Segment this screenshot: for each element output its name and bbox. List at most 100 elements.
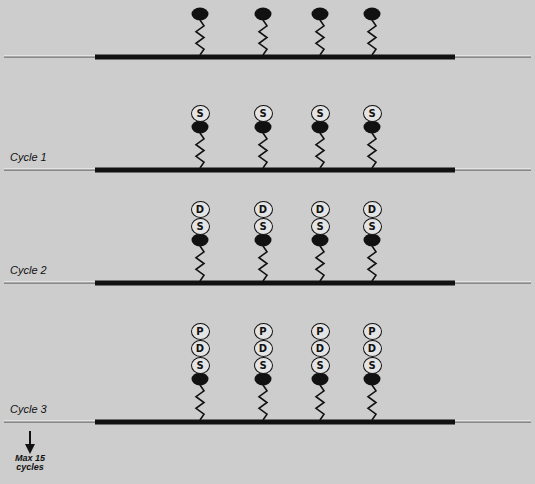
linker-zigzag: [316, 385, 324, 420]
anchor-oval: [255, 121, 272, 134]
linker-zigzag: [368, 133, 376, 168]
linker-zigzag: [368, 20, 376, 55]
strand-core: [95, 281, 455, 286]
linker-zigzag: [259, 385, 267, 420]
monomer-letter: S: [316, 361, 323, 371]
linker-zigzag: [259, 133, 267, 168]
monomer-circle: S: [363, 218, 382, 235]
strand-highlight: [4, 55, 95, 56]
down-arrow: [29, 431, 31, 449]
linker-zigzag: [316, 20, 324, 55]
cycle-label: Cycle 3: [10, 403, 47, 415]
strand-core: [95, 420, 455, 425]
linker-zigzag: [316, 246, 324, 281]
monomer-letter: P: [316, 327, 323, 337]
strand-highlight: [455, 55, 531, 56]
linker-zigzag: [316, 133, 324, 168]
monomer-letter: P: [196, 327, 203, 337]
monomer-letter: D: [259, 344, 267, 354]
monomer-letter: S: [259, 109, 266, 119]
monomer-letter: S: [196, 361, 203, 371]
anchor-oval: [364, 234, 381, 247]
monomer-letter: P: [368, 327, 375, 337]
strand-highlight: [4, 281, 95, 282]
strand-end: [4, 421, 531, 423]
anchor-oval: [192, 373, 209, 386]
anchor-oval: [364, 121, 381, 134]
monomer-circle: S: [311, 105, 330, 122]
monomer-circle: P: [254, 323, 273, 340]
anchor-oval: [364, 373, 381, 386]
monomer-letter: S: [316, 109, 323, 119]
cycle-label: Cycle 2: [10, 264, 47, 276]
monomer-circle: P: [191, 323, 210, 340]
anchor-oval: [312, 8, 329, 21]
anchor-oval: [255, 234, 272, 247]
linker-zigzag: [196, 133, 204, 168]
anchor-oval: [312, 234, 329, 247]
linker-zigzag: [196, 246, 204, 281]
strand-end: [4, 282, 531, 284]
anchor-oval: [255, 8, 272, 21]
monomer-circle: D: [363, 340, 382, 357]
anchor-oval: [192, 121, 209, 134]
linker-zigzag: [259, 246, 267, 281]
monomer-letter: D: [316, 205, 324, 215]
monomer-circle: D: [191, 340, 210, 357]
monomer-circle: D: [254, 340, 273, 357]
monomer-circle: D: [254, 201, 273, 218]
monomer-circle: S: [363, 105, 382, 122]
anchor-oval: [312, 121, 329, 134]
monomer-letter: S: [368, 361, 375, 371]
monomer-letter: S: [368, 109, 375, 119]
max-cycles-note: Max 15 cycles: [10, 454, 50, 473]
strand-end: [4, 56, 531, 58]
monomer-letter: S: [259, 222, 266, 232]
strand-highlight: [455, 420, 531, 421]
monomer-circle: S: [191, 105, 210, 122]
anchor-oval: [255, 373, 272, 386]
monomer-circle: S: [191, 357, 210, 374]
monomer-letter: D: [196, 344, 204, 354]
linker-zigzag: [259, 20, 267, 55]
monomer-letter: D: [316, 344, 324, 354]
strand-highlight: [455, 281, 531, 282]
anchor-oval: [192, 234, 209, 247]
monomer-circle: S: [191, 218, 210, 235]
monomer-circle: D: [191, 201, 210, 218]
monomer-circle: S: [311, 218, 330, 235]
linker-zigzag: [196, 385, 204, 420]
monomer-letter: D: [259, 205, 267, 215]
anchor-oval: [192, 8, 209, 21]
anchor-oval: [312, 373, 329, 386]
monomer-circle: S: [254, 357, 273, 374]
monomer-letter: D: [196, 205, 204, 215]
monomer-circle: D: [311, 340, 330, 357]
monomer-letter: D: [368, 205, 376, 215]
strand-highlight: [4, 420, 95, 421]
strand-core: [95, 55, 455, 60]
monomer-circle: P: [311, 323, 330, 340]
monomer-letter: P: [259, 327, 266, 337]
monomer-circle: D: [311, 201, 330, 218]
strand-highlight: [455, 168, 531, 169]
monomer-circle: S: [363, 357, 382, 374]
strand-end: [4, 169, 531, 171]
anchor-oval: [364, 8, 381, 21]
linker-zigzag: [196, 20, 204, 55]
monomer-letter: S: [368, 222, 375, 232]
cycle-label: Cycle 1: [10, 151, 47, 163]
strand-highlight: [4, 168, 95, 169]
monomer-letter: S: [259, 361, 266, 371]
linker-zigzag: [368, 385, 376, 420]
monomer-circle: D: [363, 201, 382, 218]
linker-zigzag: [368, 246, 376, 281]
monomer-letter: S: [196, 109, 203, 119]
monomer-letter: S: [196, 222, 203, 232]
monomer-letter: S: [316, 222, 323, 232]
strand-core: [95, 168, 455, 173]
monomer-circle: S: [254, 105, 273, 122]
monomer-circle: S: [254, 218, 273, 235]
